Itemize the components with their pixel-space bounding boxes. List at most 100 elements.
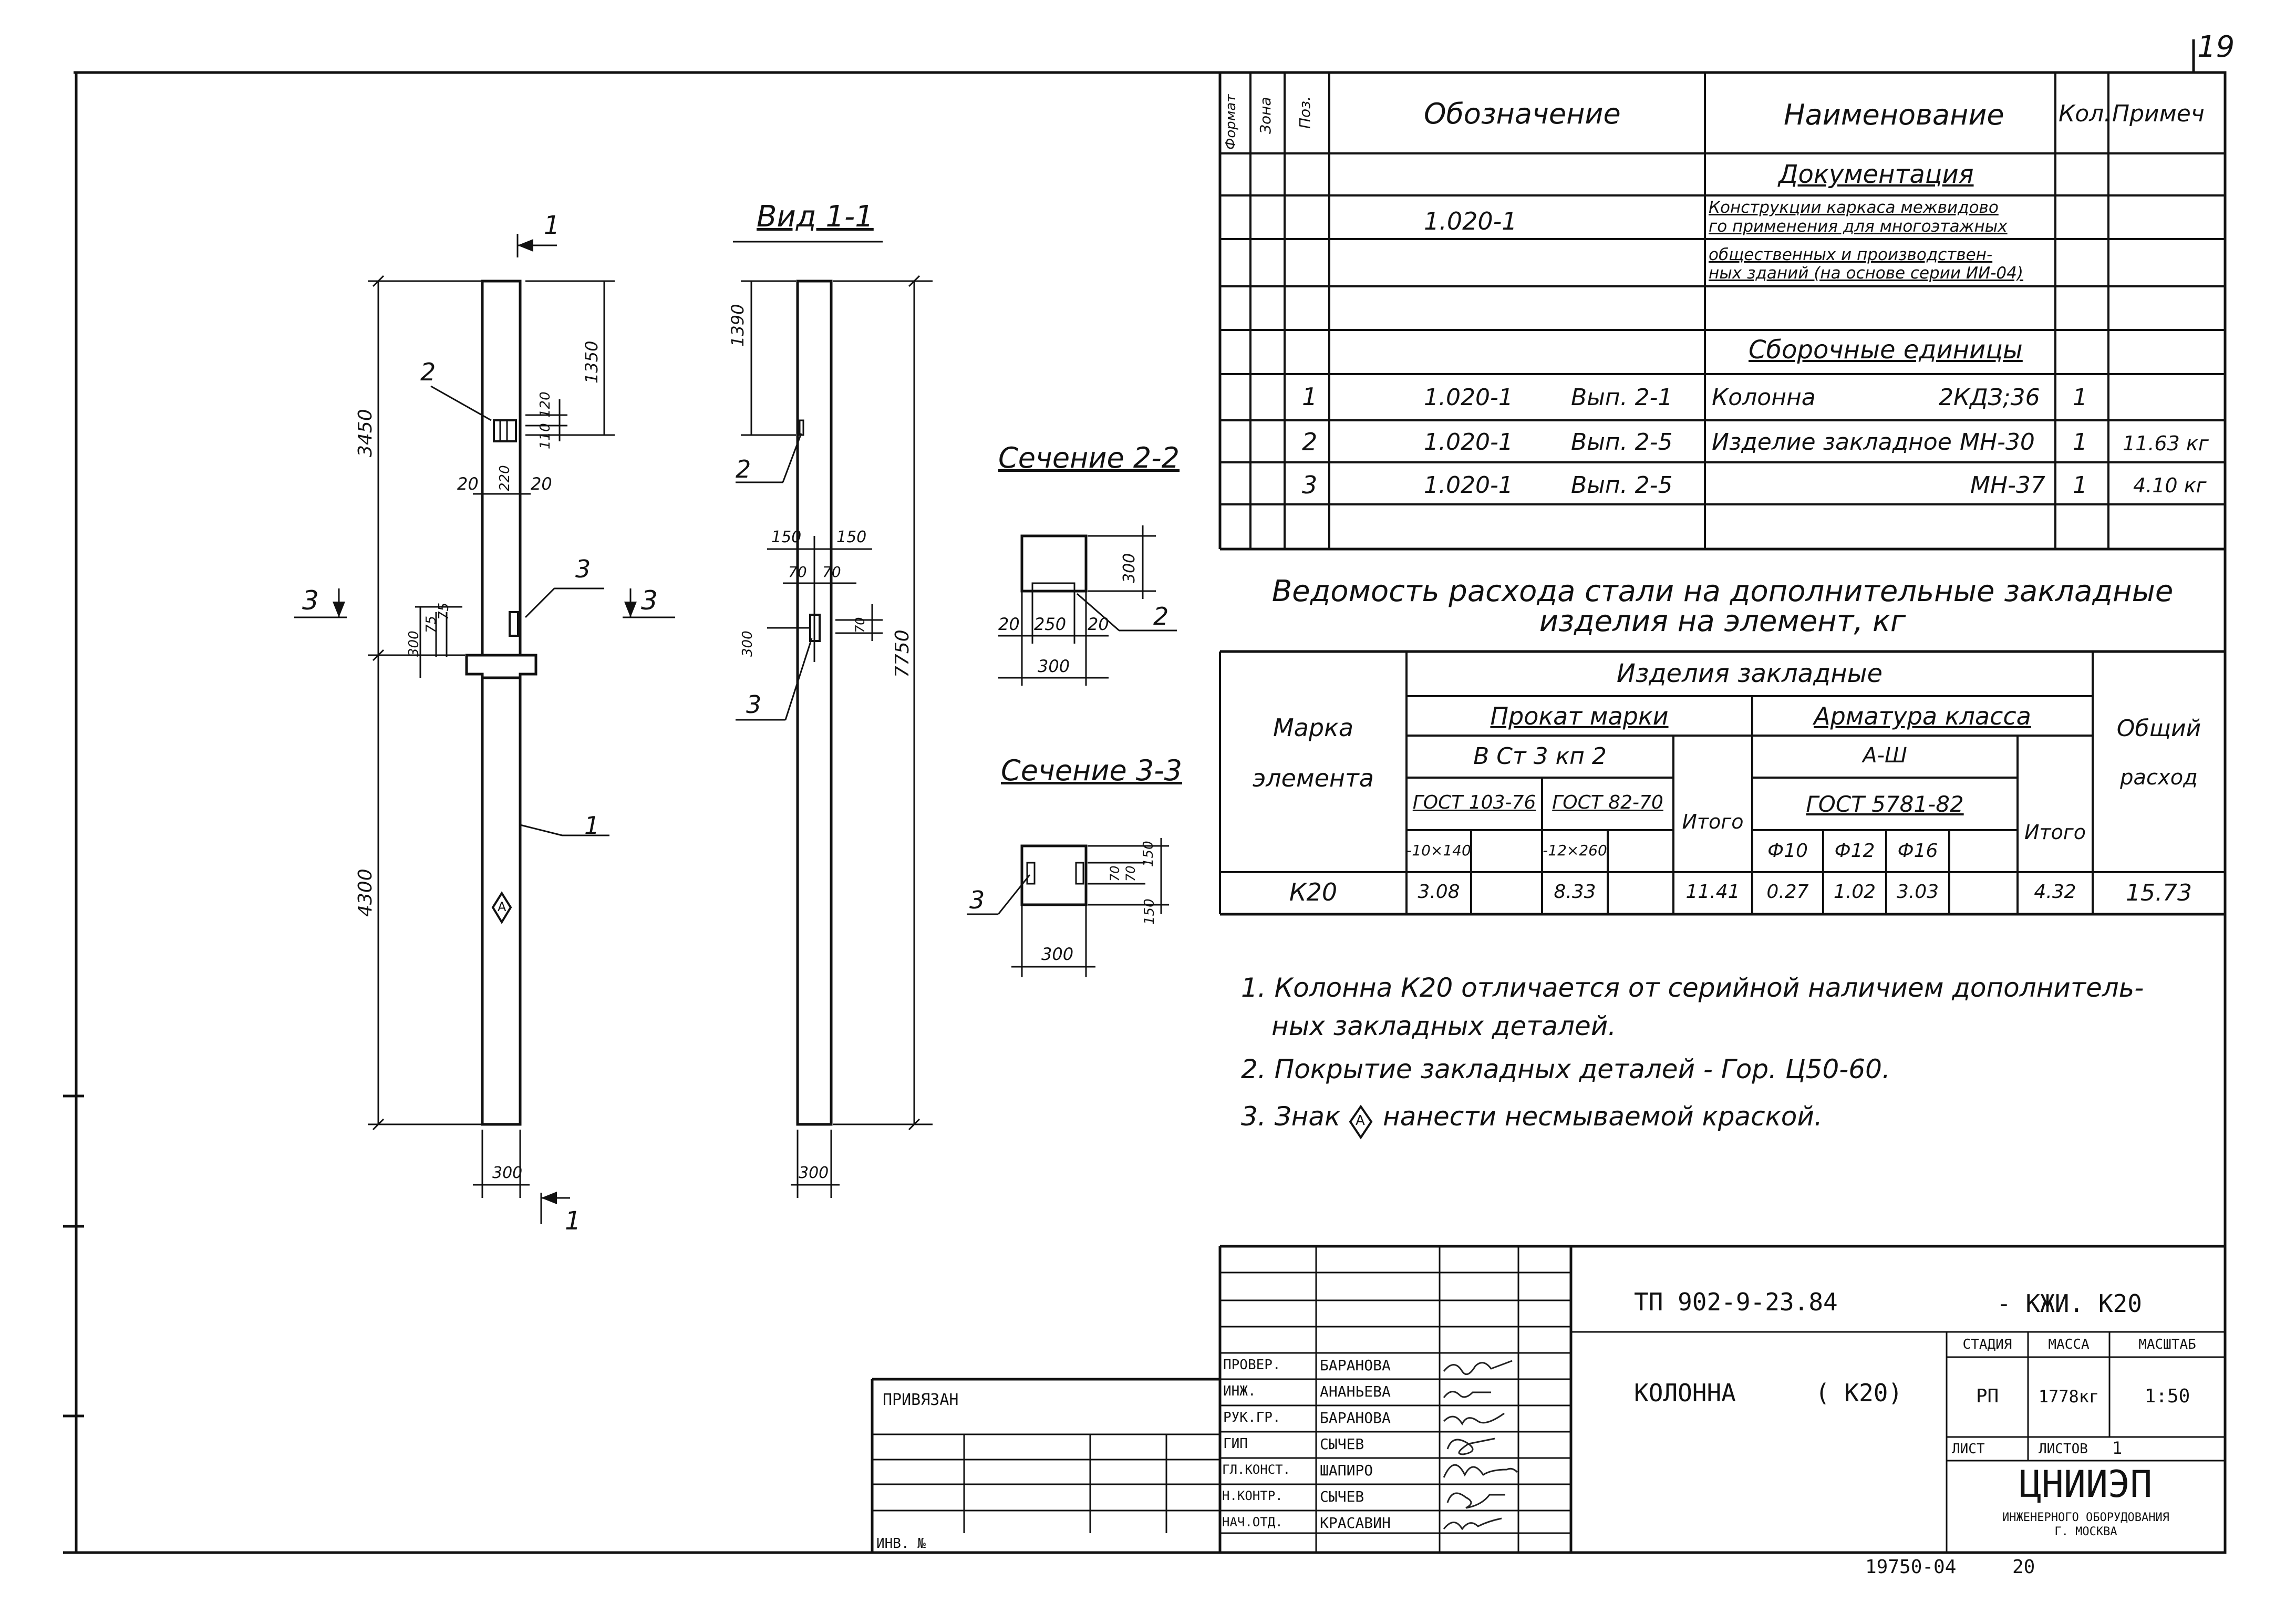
steel-row-total1: 11.41 <box>1685 881 1740 903</box>
dim-20-left: 20 <box>457 474 479 494</box>
spec-doc-name-3: общественных и производствен- <box>1709 245 1993 264</box>
org-line3: Г. МОСКВА <box>2054 1525 2117 1538</box>
person-6: СЫЧЕВ <box>1320 1488 1364 1505</box>
note-3-sign-letter: А <box>1356 1113 1365 1129</box>
spec-row1-issue: Вып. 2-1 <box>1571 384 1673 411</box>
steel-row-general: 15.73 <box>2126 880 2192 906</box>
steel-row-v1: 3.08 <box>1418 881 1460 903</box>
role-3: РУК.ГР. <box>1223 1410 1281 1425</box>
spec-row3-note: 4.10 кг <box>2133 474 2207 497</box>
steel-group-header: Изделия закладные <box>1616 659 1883 688</box>
dim-300-side: 300 <box>740 630 756 657</box>
steel-total2-header: Итого <box>2024 821 2086 844</box>
cut-3-right-label: 3 <box>641 585 658 616</box>
steel-rebar-class: А-Ш <box>1863 743 1907 768</box>
page-number: 19 <box>2197 30 2235 64</box>
spec-row3-mark: МН-37 <box>1970 472 2045 499</box>
dim-150-right: 150 <box>836 528 867 546</box>
spec-row2-pos: 2 <box>1302 428 1318 456</box>
bottom-number: 20 <box>2012 1556 2035 1578</box>
spec-doc-name-4: ных зданий (на основе серии ИИ-04) <box>1709 264 2023 283</box>
sheets-label: ЛИСТОВ <box>2039 1441 2088 1457</box>
side-pos-3-label: 3 <box>746 690 762 719</box>
spec-row3-issue: Вып. 2-5 <box>1571 472 1673 499</box>
sheet-label: ЛИСТ <box>1952 1441 1985 1457</box>
steel-gost1: ГОСТ 103-76 <box>1412 792 1536 813</box>
section-22-title: Сечение 2-2 <box>998 441 1180 474</box>
dim-70-right: 70 <box>822 563 841 581</box>
view-title: Вид 1-1 <box>757 200 874 234</box>
steel-d10: Ф10 <box>1767 840 1808 862</box>
scale-value: 1:50 <box>2144 1385 2190 1407</box>
spec-section-assembly: Сборочные единицы <box>1749 335 2023 365</box>
privyazan-label: ПРИВЯЗАН <box>883 1391 959 1409</box>
dim-120: 120 <box>537 391 553 418</box>
scale-label: МАСШТАБ <box>2138 1337 2196 1352</box>
drawing-title-mark: ( К20) <box>1815 1379 1903 1407</box>
person-2: АНАНЬЕВА <box>1320 1383 1391 1400</box>
steel-rolled-header: Прокат марки <box>1490 702 1669 730</box>
person-3: БАРАНОВА <box>1320 1409 1391 1426</box>
role-5: ГЛ.КОНСТ. <box>1222 1462 1291 1477</box>
steel-row-total2: 4.32 <box>2034 881 2076 903</box>
s33-dim-150-bottom: 150 <box>1142 898 1157 925</box>
spec-header-designation: Обозначение <box>1424 97 1621 130</box>
steel-general-2: расход <box>2120 766 2198 790</box>
spec-row2-qty: 1 <box>2073 429 2087 456</box>
steel-d16: Ф16 <box>1897 840 1938 862</box>
spec-header-zone: Зона <box>1257 97 1274 134</box>
note-3b: нанести несмываемой краской. <box>1383 1101 1823 1132</box>
person-1: БАРАНОВА <box>1320 1357 1391 1374</box>
dim-300-bottom: 300 <box>492 1164 523 1182</box>
cut-1-bottom-label: 1 <box>565 1206 581 1236</box>
spec-doc-designation: 1.020-1 <box>1424 207 1517 235</box>
dim-300-side-bottom: 300 <box>799 1164 829 1182</box>
sec33-pos-label: 3 <box>969 886 985 914</box>
spec-header-format: Формат <box>1223 94 1239 150</box>
pos-1-label: 1 <box>584 811 600 840</box>
section-33-title: Сечение 3-3 <box>1001 754 1183 787</box>
spec-doc-name-2: го применения для многоэтажных <box>1709 217 2008 236</box>
person-5: ШАПИРО <box>1320 1462 1373 1479</box>
spec-row1-mark: 2КДЗ;36 <box>1939 384 2040 411</box>
person-7: КРАСАВИН <box>1320 1514 1391 1532</box>
s22-dim-300-vertical: 300 <box>1120 553 1139 583</box>
note-2: 2. Покрытие закладных деталей - Гор. Ц50… <box>1241 1054 1890 1084</box>
steel-row-mark: К20 <box>1289 878 1338 906</box>
steel-rebar-header: Арматура класса <box>1814 702 2031 730</box>
org-name: ЦНИИЭП <box>2019 1463 2153 1506</box>
note-3a: 3. Знак <box>1241 1101 1341 1132</box>
drawing-title: КОЛОННА <box>1634 1379 1736 1407</box>
spec-row1-name: Колонна <box>1712 384 1816 411</box>
spec-row1-pos: 1 <box>1302 382 1318 411</box>
role-2: ИНЖ. <box>1223 1383 1256 1399</box>
steel-row-v3: 0.27 <box>1766 881 1809 903</box>
dim-150-left: 150 <box>771 528 802 546</box>
spec-row3-designation: 1.020-1 <box>1424 472 1513 499</box>
s33-dim-150-top: 150 <box>1141 841 1156 867</box>
role-1: ПРОВЕР. <box>1223 1357 1281 1373</box>
cut-1-top-label: 1 <box>544 211 560 240</box>
s33-dim-300: 300 <box>1041 944 1074 964</box>
dim-1390: 1390 <box>728 304 748 347</box>
spec-header-pos: Поз. <box>1296 96 1314 129</box>
dim-20-right: 20 <box>531 474 552 494</box>
s33-dim-70-a: 70 <box>1108 865 1122 882</box>
dim-110: 110 <box>537 423 553 449</box>
spec-header-qty: Кол. <box>2059 100 2112 127</box>
dim-3450: 3450 <box>355 409 376 457</box>
cut-3-left-label: 3 <box>302 585 319 616</box>
s22-dim-20-right: 20 <box>1088 614 1109 634</box>
sheets-value: 1 <box>2112 1438 2123 1458</box>
spec-row1-qty: 1 <box>2073 384 2087 411</box>
dim-75-b: 75 <box>436 602 452 620</box>
steel-row-v2: 8.33 <box>1554 881 1596 903</box>
s22-dim-20-left: 20 <box>998 614 1020 634</box>
dim-1350: 1350 <box>582 340 602 384</box>
pos-3-label: 3 <box>575 555 591 583</box>
dim-7750: 7750 <box>892 629 913 678</box>
steel-gost3: ГОСТ 5781-82 <box>1806 791 1964 817</box>
steel-row-v5: 3.03 <box>1896 881 1939 903</box>
spec-header-note: Примеч <box>2112 100 2205 127</box>
